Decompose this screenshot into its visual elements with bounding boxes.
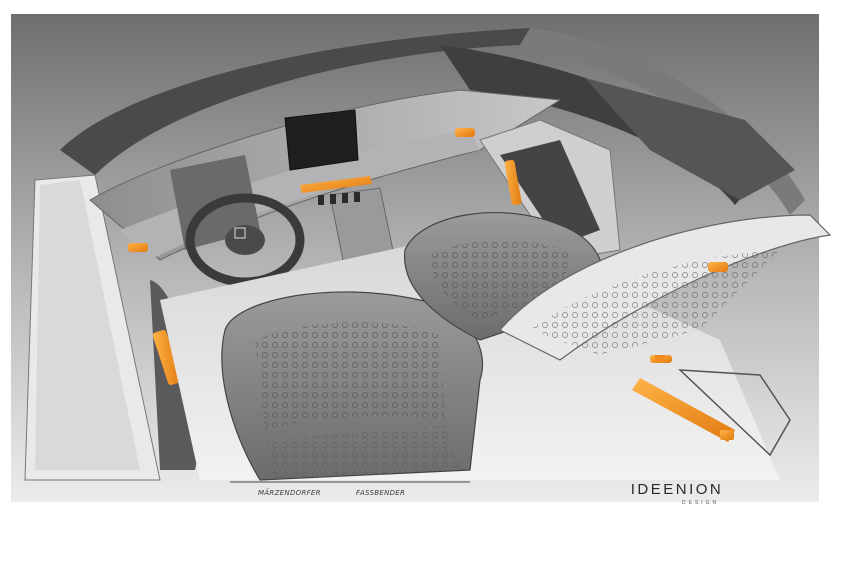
brand-name: IDEENION (630, 481, 724, 498)
brand-subtitle: DESIGN (682, 500, 720, 506)
designer-signature-1: MÄRZENDORFER (258, 489, 321, 497)
brand-logo: IDEENION DESIGN (612, 481, 742, 507)
designer-signature-2: FASSBENDER (356, 489, 406, 497)
